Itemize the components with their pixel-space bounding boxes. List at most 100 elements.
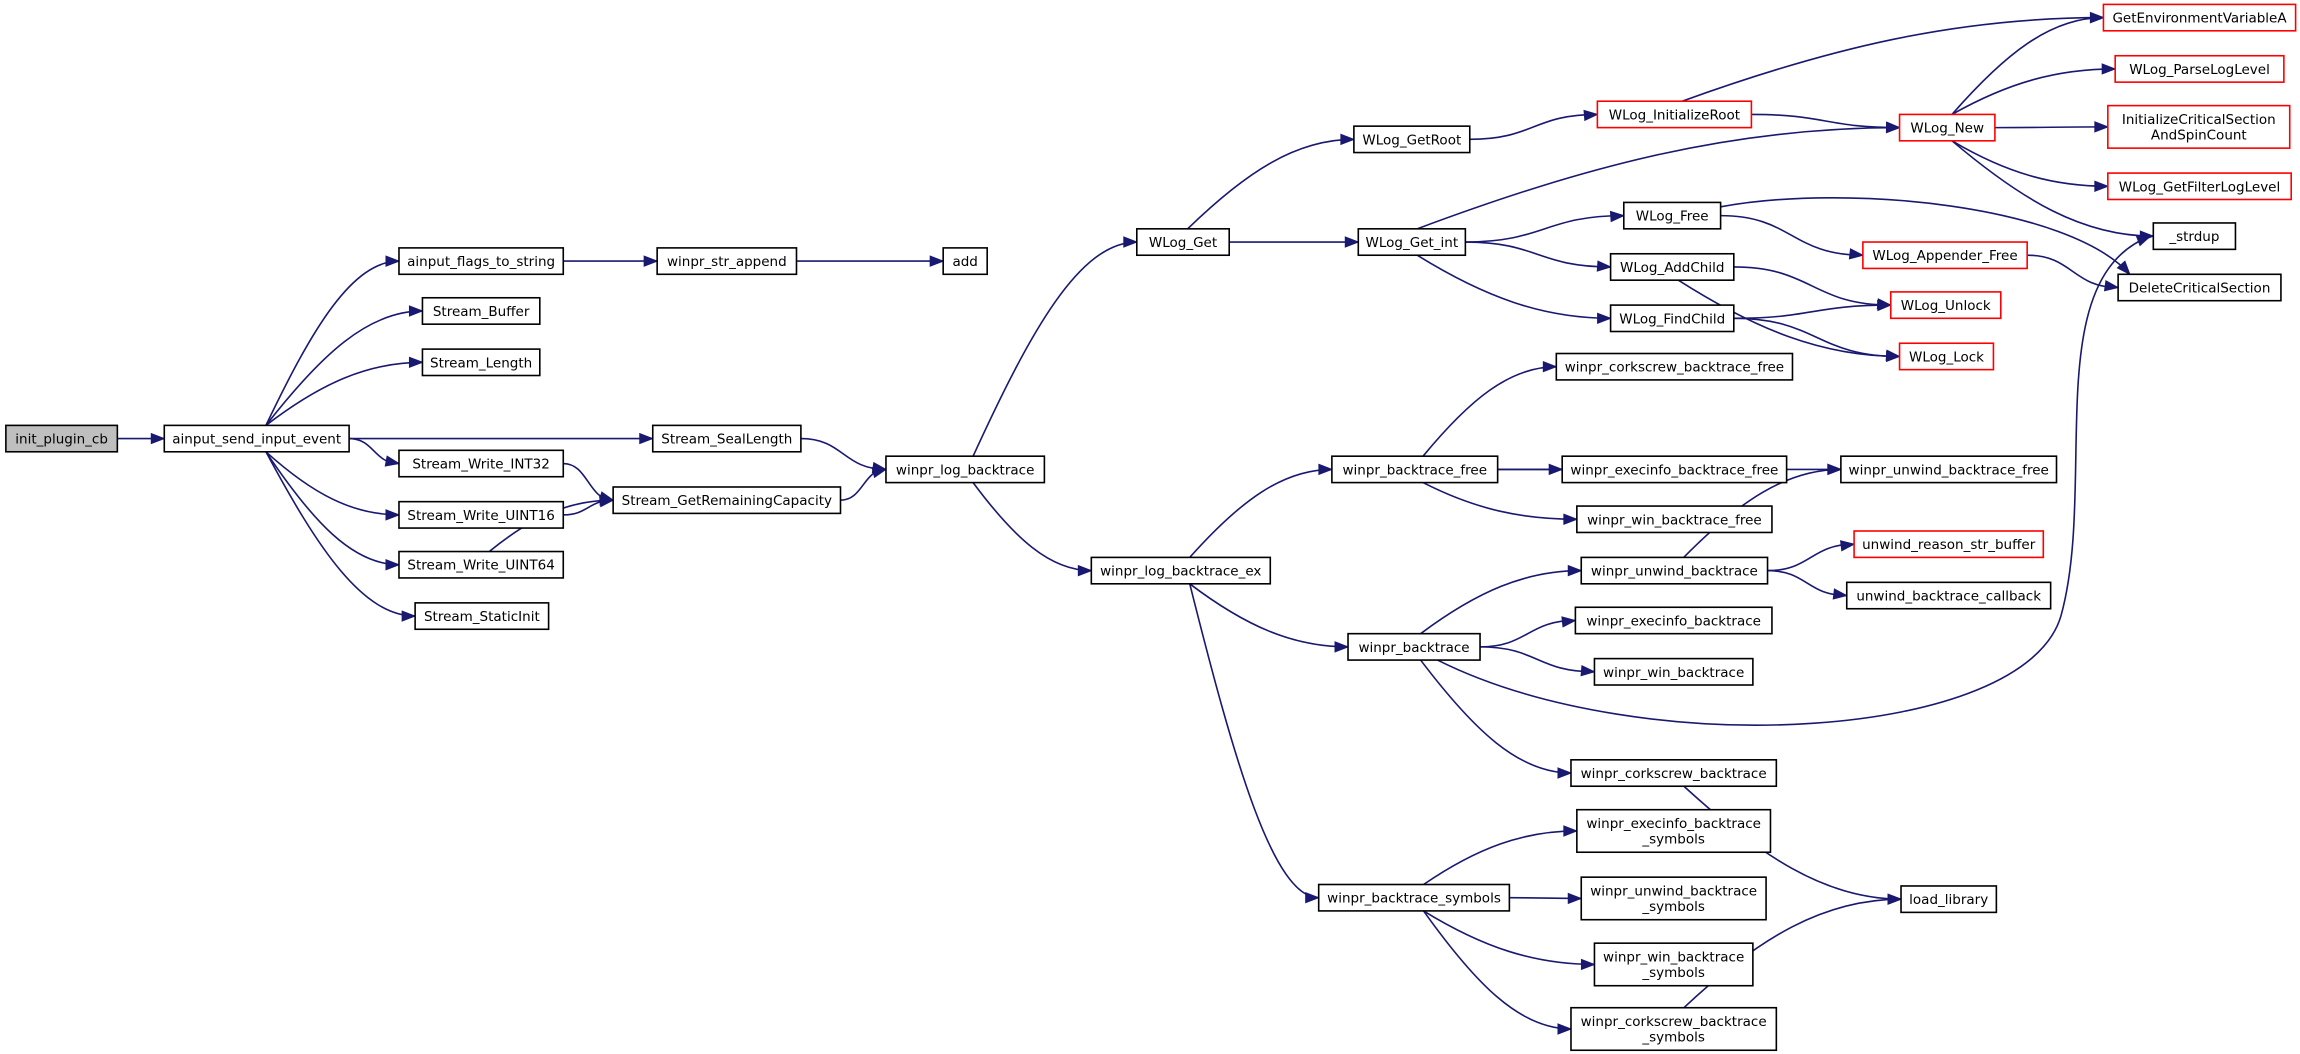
node-wlog-get-filter-log-level[interactable]: WLog_GetFilterLogLevel	[2107, 172, 2292, 201]
node-unwind-backtrace-callback[interactable]: unwind_backtrace_callback	[1845, 581, 2052, 610]
node-winpr-corkscrew-backtrace[interactable]: winpr_corkscrew_backtrace	[1570, 759, 1778, 788]
node-label: winpr_win_backtrace	[1603, 950, 1744, 966]
node-winpr-corkscrew-backtrace-free[interactable]: winpr_corkscrew_backtrace_free	[1555, 352, 1794, 381]
node-wlog-unlock[interactable]: WLog_Unlock	[1889, 291, 2002, 320]
node-winpr-unwind-backtrace[interactable]: winpr_unwind_backtrace	[1580, 556, 1769, 585]
node-label: WLog_Free	[1636, 209, 1709, 225]
node-box	[1596, 100, 1753, 129]
node-wlog-initialize-root[interactable]: WLog_InitializeRoot	[1596, 100, 1753, 129]
node-label: WLog_Get	[1149, 235, 1217, 251]
node-winpr-win-backtrace-symbols[interactable]: winpr_win_backtrace_symbols	[1593, 942, 1754, 987]
node-winpr-win-backtrace-free[interactable]: winpr_win_backtrace_free	[1576, 505, 1773, 534]
node-winpr-execinfo-backtrace-symbols[interactable]: winpr_execinfo_backtrace_symbols	[1576, 808, 1772, 854]
node-stream-write-uint64[interactable]: Stream_Write_UINT64	[398, 550, 565, 579]
node-box	[1622, 201, 1722, 230]
node-label: WLog_FindChild	[1619, 311, 1725, 327]
edge-winpr-log-backtrace-to-winpr-log-backtrace-ex-arrowhead	[1077, 564, 1093, 577]
node-box	[1317, 883, 1511, 912]
edge-winpr-backtrace-to-winpr-unwind-backtrace-arrowhead	[1567, 564, 1583, 577]
node-label: winpr_unwind_backtrace_free	[1849, 462, 2049, 478]
node-wlog-lock[interactable]: WLog_Lock	[1898, 342, 1995, 371]
node-wlog-get[interactable]: WLog_Get	[1135, 228, 1231, 257]
edge-ainput-send-input-event-to-stream-buffer-group	[265, 305, 424, 426]
node-label: winpr_log_backtrace	[896, 462, 1034, 478]
node-ainput-send-input-event[interactable]: ainput_send_input_event	[163, 424, 350, 453]
node-stream-buffer[interactable]: Stream_Buffer	[421, 296, 541, 325]
node-winpr-corkscrew-backtrace-symbols[interactable]: winpr_corkscrew_backtrace_symbols	[1570, 1006, 1778, 1052]
node-stream-seal-length[interactable]: Stream_SealLength	[651, 424, 802, 453]
node-stream-length[interactable]: Stream_Length	[421, 348, 541, 377]
edge-wlog-find-child-to-wlog-unlock-arrowhead	[1877, 299, 1893, 312]
node-stream-get-remaining-capacity[interactable]: Stream_GetRemainingCapacity	[612, 486, 842, 515]
node-winpr-log-backtrace-ex[interactable]: winpr_log_backtrace_ex	[1090, 556, 1272, 585]
node-wlog-parse-log-level[interactable]: WLog_ParseLogLevel	[2114, 54, 2285, 83]
edge-wlog-get-int-to-wlog-new-arrowhead	[1886, 121, 1901, 134]
node-stream-write-int32[interactable]: Stream_Write_INT32	[398, 449, 565, 478]
node-box	[398, 500, 565, 529]
node-wlog-new[interactable]: WLog_New	[1898, 113, 1996, 142]
node-wlog-appender-free[interactable]: WLog_Appender_Free	[1862, 241, 2028, 270]
node-wlog-add-child[interactable]: WLog_AddChild	[1609, 252, 1735, 281]
edge-ainput-flags-to-string-to-winpr-str-append-arrowhead	[643, 255, 659, 267]
node-ainput-flags-to-string[interactable]: ainput_flags_to_string	[398, 247, 565, 276]
node-unwind-reason-str-buffer[interactable]: unwind_reason_str_buffer	[1853, 530, 2045, 559]
edge-wlog-get-int-to-wlog-add-child-arrowhead	[1596, 260, 1612, 272]
node-stream-static-init[interactable]: Stream_StaticInit	[414, 602, 550, 631]
node-load-library[interactable]: load_library	[1900, 885, 1998, 914]
edge-wlog-free-to-delete-critical-section-group	[1720, 196, 2131, 276]
edge-wlog-get-int-to-wlog-add-child	[1465, 241, 1611, 268]
edge-ainput-send-input-event-to-stream-static-init	[265, 451, 416, 617]
node-wlog-get-root[interactable]: WLog_GetRoot	[1353, 125, 1471, 154]
node-label: WLog_InitializeRoot	[1609, 107, 1740, 123]
node-strdup[interactable]: _strdup	[2152, 222, 2237, 251]
node-winpr-str-append[interactable]: winpr_str_append	[656, 247, 798, 276]
node-box	[651, 424, 802, 453]
node-label: winpr_log_backtrace_ex	[1100, 564, 1261, 580]
edge-wlog-new-to-wlog-parse-log-level-group	[1951, 63, 2117, 116]
edge-wlog-new-to-strdup	[1951, 140, 2154, 237]
edge-wlog-get-to-wlog-get-root-group	[1187, 133, 1356, 230]
node-winpr-execinfo-backtrace[interactable]: winpr_execinfo_backtrace	[1574, 606, 1773, 635]
node-winpr-log-backtrace[interactable]: winpr_log_backtrace	[885, 455, 1046, 484]
node-label: WLog_AddChild	[1620, 260, 1724, 276]
node-box	[1555, 352, 1794, 381]
edge-ainput-send-input-event-to-stream-buffer-arrowhead	[408, 305, 424, 317]
node-box	[1574, 606, 1773, 635]
edge-ainput-send-input-event-to-stream-write-uint64	[265, 451, 399, 566]
node-label: Stream_GetRemainingCapacity	[622, 493, 832, 509]
node-winpr-execinfo-backtrace-free[interactable]: winpr_execinfo_backtrace_free	[1561, 455, 1788, 484]
edge-winpr-unwind-backtrace-to-winpr-unwind-backtrace-free-group	[1683, 463, 1843, 558]
node-stream-write-uint16[interactable]: Stream_Write_UINT16	[398, 500, 565, 529]
node-label: _strdup	[2168, 229, 2219, 245]
edge-wlog-new-to-initialize-critical-section-and-spin-count-arrowhead	[2094, 121, 2110, 133]
edge-wlog-add-child-to-wlog-unlock-group	[1733, 266, 1893, 310]
edge-winpr-log-backtrace-ex-to-winpr-backtrace-group	[1189, 583, 1350, 653]
node-box	[1853, 530, 2045, 559]
edge-wlog-get-int-to-wlog-new-group	[1416, 121, 1901, 230]
edge-winpr-backtrace-to-winpr-corkscrew-backtrace	[1419, 659, 1571, 774]
node-init-plugin-cb[interactable]: init_plugin_cb	[5, 424, 119, 453]
node-wlog-get-int[interactable]: WLog_Get_int	[1357, 228, 1467, 257]
node-add[interactable]: add	[942, 247, 988, 276]
node-label: unwind_backtrace_callback	[1856, 589, 2041, 605]
node-winpr-backtrace-symbols[interactable]: winpr_backtrace_symbols	[1317, 883, 1511, 912]
edge-wlog-free-to-wlog-appender-free-arrowhead	[1848, 248, 1865, 260]
node-winpr-backtrace[interactable]: winpr_backtrace	[1347, 632, 1481, 661]
node-wlog-find-child[interactable]: WLog_FindChild	[1609, 304, 1735, 333]
node-winpr-win-backtrace[interactable]: winpr_win_backtrace	[1593, 657, 1754, 686]
node-label: Stream_StaticInit	[424, 609, 540, 625]
node-winpr-backtrace-free[interactable]: winpr_backtrace_free	[1331, 455, 1499, 484]
node-wlog-free[interactable]: WLog_Free	[1622, 201, 1722, 230]
node-label: winpr_execinfo_backtrace_free	[1570, 462, 1778, 478]
node-winpr-unwind-backtrace-symbols[interactable]: winpr_unwind_backtrace_symbols	[1580, 876, 1767, 921]
edge-wlog-get-int-to-wlog-free-arrowhead	[1609, 210, 1626, 223]
edge-winpr-backtrace-free-to-winpr-win-backtrace-free	[1422, 481, 1577, 521]
node-delete-critical-section[interactable]: DeleteCriticalSection	[2117, 273, 2282, 302]
edge-winpr-backtrace-free-to-winpr-corkscrew-backtrace-free-group	[1422, 360, 1558, 457]
edge-wlog-get-to-wlog-get-root	[1187, 138, 1354, 230]
node-get-environment-variable-a[interactable]: GetEnvironmentVariableA	[2102, 3, 2297, 32]
node-label: winpr_execinfo_backtrace	[1586, 816, 1761, 832]
node-winpr-unwind-backtrace-free[interactable]: winpr_unwind_backtrace_free	[1840, 455, 2058, 484]
